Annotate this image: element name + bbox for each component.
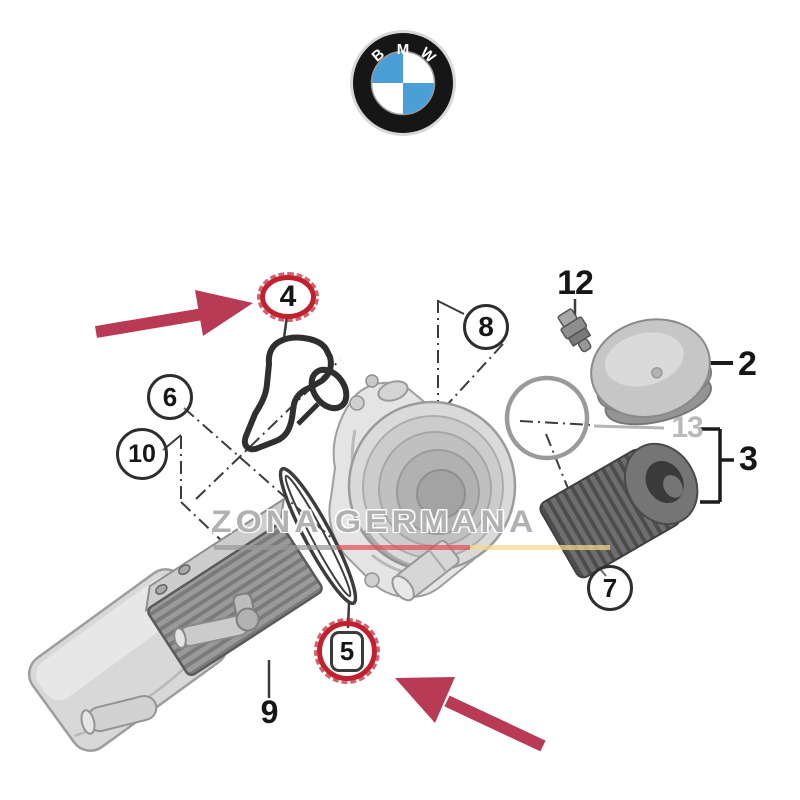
highlight-arrow-top-left	[95, 290, 253, 338]
oil-filter-cap	[590, 318, 713, 426]
callout-5-highlighted: 5	[314, 618, 380, 684]
oil-cooler	[144, 497, 323, 677]
watermark-text: ZONA GERMANA	[211, 503, 538, 539]
callout-3: 3	[739, 440, 758, 478]
leader-13	[593, 424, 665, 430]
logo-quadrant-se	[403, 83, 435, 115]
logo-quadrant-nw	[371, 51, 403, 83]
leader-8-elbow	[437, 300, 465, 315]
cover-pipe-stub	[80, 694, 158, 735]
callout-8: 8	[463, 304, 509, 350]
callout-12: 12	[557, 264, 594, 302]
callout-9: 9	[260, 694, 279, 730]
o-ring	[504, 375, 590, 461]
seal-loop	[278, 466, 358, 606]
callout-10: 10	[116, 428, 168, 480]
callout-7: 7	[587, 565, 633, 611]
watermark-underline-gray	[214, 545, 337, 550]
logo-letter-m: M	[397, 41, 410, 58]
callout-4-highlighted: 4	[257, 272, 319, 322]
watermark-underline	[214, 545, 610, 550]
callout-2: 2	[738, 345, 757, 383]
watermark-underline-red	[337, 545, 470, 550]
callout-13: 13	[671, 411, 703, 444]
bmw-logo: B M W	[350, 30, 456, 136]
cooler-pipe	[173, 592, 260, 649]
logo-inner-rim	[370, 50, 436, 116]
profile-gasket	[241, 334, 350, 453]
highlight-arrow-bottom-right	[395, 677, 546, 752]
callout-6: 6	[147, 374, 193, 420]
oil-pressure-sensor	[557, 308, 592, 353]
bracket-3	[700, 427, 734, 504]
watermark-underline-yellow	[470, 545, 610, 550]
callout-4-label: 4	[279, 280, 297, 313]
callout-5-label: 5	[329, 630, 365, 672]
pump-outlet-pipe	[391, 539, 460, 602]
water-pump	[328, 374, 517, 602]
